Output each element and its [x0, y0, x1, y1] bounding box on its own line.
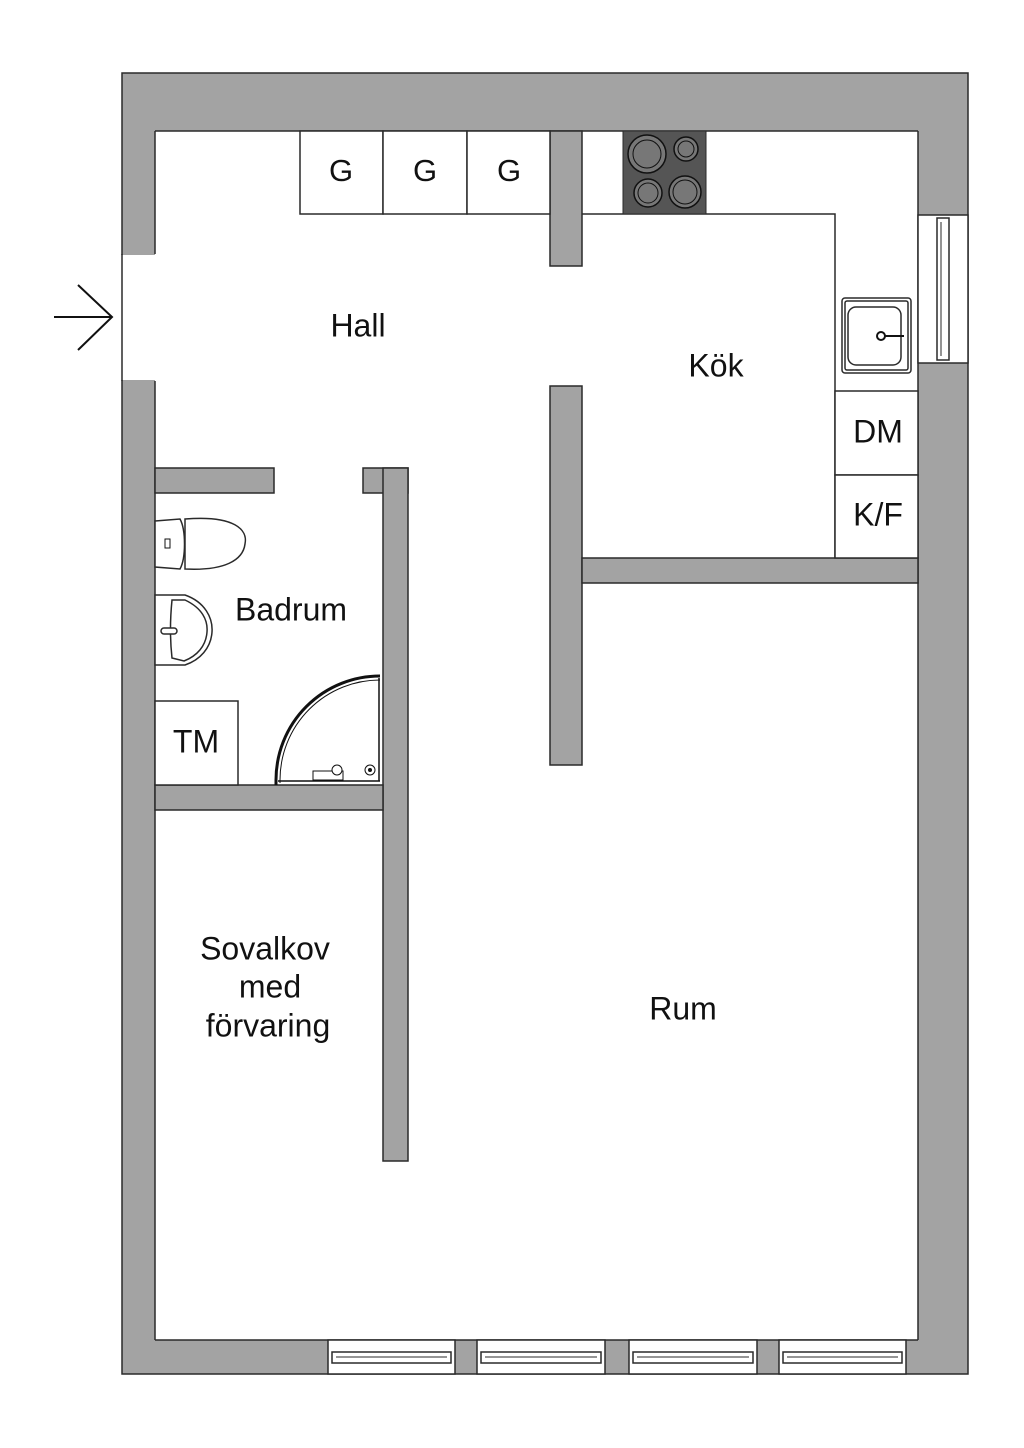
wall-hall-kitchen-lower — [549, 385, 583, 766]
wall-kitchen-living — [581, 557, 919, 584]
stove-icon — [622, 130, 707, 215]
dishwasher: DM — [834, 390, 919, 476]
room-label-alcove-line3: förvaring — [206, 1007, 331, 1043]
kitchen-sink-icon — [841, 297, 912, 374]
window-living-1 — [327, 1339, 456, 1375]
window-living-2 — [476, 1339, 606, 1375]
wall-bathroom-alcove-right — [382, 467, 409, 1162]
wardrobe-2: G — [382, 130, 468, 215]
room-label-kitchen: Kök — [688, 347, 744, 383]
wardrobe-label: G — [497, 153, 521, 188]
washing-machine: TM — [154, 700, 239, 786]
wardrobe-label: G — [413, 153, 437, 188]
wall-hall-kitchen-upper — [549, 130, 583, 267]
washing-machine-label: TM — [173, 723, 219, 759]
room-label-living-room: Rum — [649, 990, 717, 1026]
fridge-freezer-label: K/F — [853, 496, 903, 532]
entrance-arrow-icon — [54, 284, 114, 351]
bathroom-sink-icon — [154, 594, 213, 666]
window-kitchen — [917, 214, 969, 364]
dishwasher-label: DM — [853, 413, 903, 449]
room-label-alcove-line2: med — [239, 968, 301, 1004]
entrance-opening — [121, 255, 156, 380]
toilet-icon — [154, 517, 247, 570]
wardrobe-3: G — [466, 130, 551, 215]
wardrobe-label: G — [329, 153, 353, 188]
shower-icon — [274, 674, 381, 785]
floor-area — [155, 131, 918, 1340]
room-label-hall: Hall — [330, 307, 385, 343]
fridge-freezer: K/F — [834, 474, 919, 559]
room-label-alcove-line1: Sovalkov — [200, 930, 330, 966]
window-living-4 — [778, 1339, 907, 1375]
wall-bathroom-bottom — [154, 784, 384, 811]
wardrobe-1: G — [299, 130, 384, 215]
window-living-3 — [628, 1339, 758, 1375]
wall-bathroom-top-left — [154, 467, 275, 494]
room-label-bathroom: Badrum — [235, 591, 347, 627]
